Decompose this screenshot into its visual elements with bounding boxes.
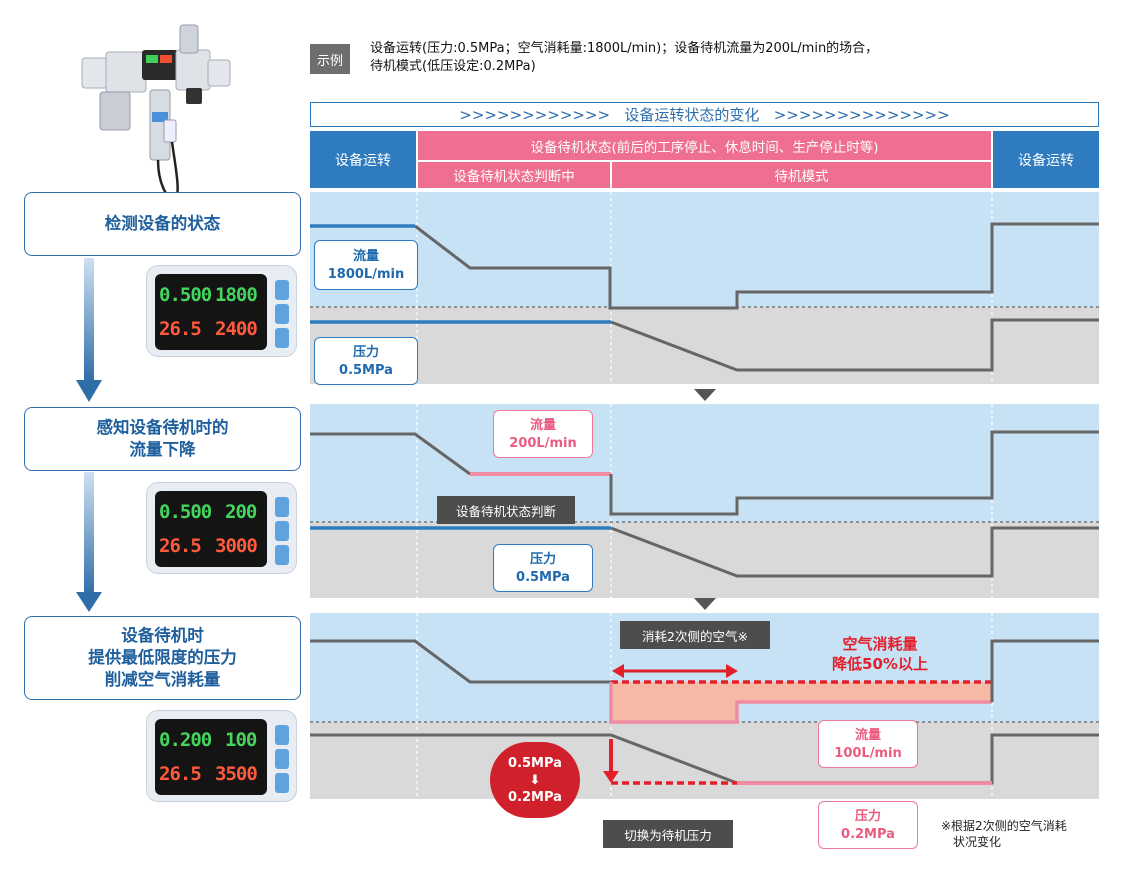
meter-button <box>275 521 289 541</box>
meter-pressure-reading: 0.200 <box>159 729 212 751</box>
meter-display: 0.200 100 26.5 3500 <box>155 719 267 795</box>
flow-label-2: 流量 200L/min <box>493 410 593 458</box>
saving-line-2: 降低50%以上 <box>832 655 928 673</box>
meter-flow-reading: 200 <box>225 501 257 523</box>
meter-button <box>275 304 289 324</box>
pressure-label-value: 0.5MPa <box>516 570 570 585</box>
step-detect-state: 检测设备的状态 <box>24 192 301 256</box>
meter-flow-reading: 1800 <box>215 284 258 306</box>
step2-line1: 感知设备待机时的 <box>96 418 229 437</box>
down-triangle-icon <box>694 598 716 610</box>
step-arrows <box>76 258 102 612</box>
flow-label-value: 200L/min <box>509 436 577 451</box>
meter-temp-reading: 26.5 <box>159 318 202 340</box>
meter-button <box>275 280 289 300</box>
step2-line2: 流量下降 <box>129 440 196 459</box>
air-consumption-reduction: 空气消耗量 降低50%以上 <box>800 634 960 674</box>
panel-2-diagram <box>310 404 1099 598</box>
meter-cumulative-reading: 3000 <box>215 535 258 557</box>
standby-judgment-callout: 设备待机状态判断 <box>437 496 575 524</box>
flow-label-title: 流量 <box>352 249 379 264</box>
meter-cumulative-reading: 3500 <box>215 763 258 785</box>
regulator-device-image <box>76 20 236 202</box>
footnote: ※根据2次侧的空气消耗 状况变化 <box>941 818 1117 850</box>
meter-flow-reading: 100 <box>225 729 257 751</box>
step-min-pressure: 设备待机时 提供最低限度的压力 削减空气消耗量 <box>24 616 301 700</box>
example-tag: 示例 <box>310 44 350 74</box>
example-description: 设备运转(压力:0.5MPa；空气消耗量:1800L/min)；设备待机流量为2… <box>370 40 1010 76</box>
pressure-label-title: 压力 <box>529 552 556 567</box>
header-standby-state: 设备待机状态(前后的工序停止、休息时间、生产停止时等) <box>418 131 991 160</box>
step3-line3: 削减空气消耗量 <box>104 670 221 689</box>
example-line-2: 待机模式(低压设定:0.2MPa) <box>370 59 536 74</box>
step3-line2: 提供最低限度的压力 <box>88 648 237 667</box>
pressure-label-2: 压力 0.5MPa <box>493 544 593 592</box>
meter-temp-reading: 26.5 <box>159 763 202 785</box>
meter-button <box>275 545 289 565</box>
meter-button <box>275 725 289 745</box>
pressure-label-value: 0.5MPa <box>339 363 393 378</box>
header-standby-mode: 待机模式 <box>612 162 991 188</box>
pressure-label-title: 压力 <box>352 345 379 360</box>
footnote-line-2: 状况变化 <box>953 835 1002 849</box>
pressure-change-badge: 0.5MPa ⬇ 0.2MPa <box>490 742 580 818</box>
flow-label-value: 100L/min <box>834 746 902 761</box>
flow-label-title: 流量 <box>854 728 881 743</box>
meter-display: 0.500 200 26.5 3000 <box>155 491 267 567</box>
header-operating-right: 设备运转 <box>993 131 1099 188</box>
pressure-from: 0.5MPa <box>508 756 562 771</box>
secondary-air-callout: 消耗2次侧的空气※ <box>620 621 770 649</box>
panel-1-diagram <box>310 192 1099 384</box>
switch-standby-pressure-callout: 切换为待机压力 <box>603 820 733 848</box>
down-triangle-icon <box>694 389 716 401</box>
meter-button <box>275 749 289 769</box>
arrow-down-icon: ⬇ <box>529 773 541 788</box>
flow-label-value: 1800L/min <box>327 267 405 282</box>
meter-pressure-reading: 0.500 <box>159 501 212 523</box>
footnote-line-1: ※根据2次侧的空气消耗 <box>941 819 1067 833</box>
step-sense-flow-drop: 感知设备待机时的 流量下降 <box>24 407 301 471</box>
header-operating-left: 设备运转 <box>310 131 416 188</box>
pressure-flow-meter-2: 0.500 200 26.5 3000 <box>146 482 297 574</box>
example-line-1: 设备运转(压力:0.5MPa；空气消耗量:1800L/min)；设备待机流量为2… <box>370 41 879 56</box>
pressure-to: 0.2MPa <box>508 790 562 805</box>
flow-label-3: 流量 100L/min <box>818 720 918 768</box>
pressure-label-title: 压力 <box>854 809 881 824</box>
step3-line1: 设备待机时 <box>121 626 204 645</box>
pressure-flow-meter-1: 0.500 1800 26.5 2400 <box>146 265 297 357</box>
flow-label-title: 流量 <box>529 418 556 433</box>
pressure-label-1: 压力 0.5MPa <box>314 337 418 385</box>
meter-button <box>275 497 289 517</box>
meter-cumulative-reading: 2400 <box>215 318 258 340</box>
meter-button <box>275 328 289 348</box>
step1-line1: 检测设备的状态 <box>104 214 221 233</box>
meter-display: 0.500 1800 26.5 2400 <box>155 274 267 350</box>
flow-label-1: 流量 1800L/min <box>314 240 418 290</box>
meter-pressure-reading: 0.500 <box>159 284 212 306</box>
meter-button <box>275 773 289 793</box>
saving-line-1: 空气消耗量 <box>842 635 918 653</box>
meter-temp-reading: 26.5 <box>159 535 202 557</box>
pressure-label-3: 压力 0.2MPa <box>818 801 918 849</box>
pressure-flow-meter-3: 0.200 100 26.5 3500 <box>146 710 297 802</box>
status-change-banner: >>>>>>>>>>>> 设备运转状态的变化 >>>>>>>>>>>>>> <box>310 102 1099 127</box>
header-standby-judging: 设备待机状态判断中 <box>418 162 610 188</box>
pressure-label-value: 0.2MPa <box>841 827 895 842</box>
